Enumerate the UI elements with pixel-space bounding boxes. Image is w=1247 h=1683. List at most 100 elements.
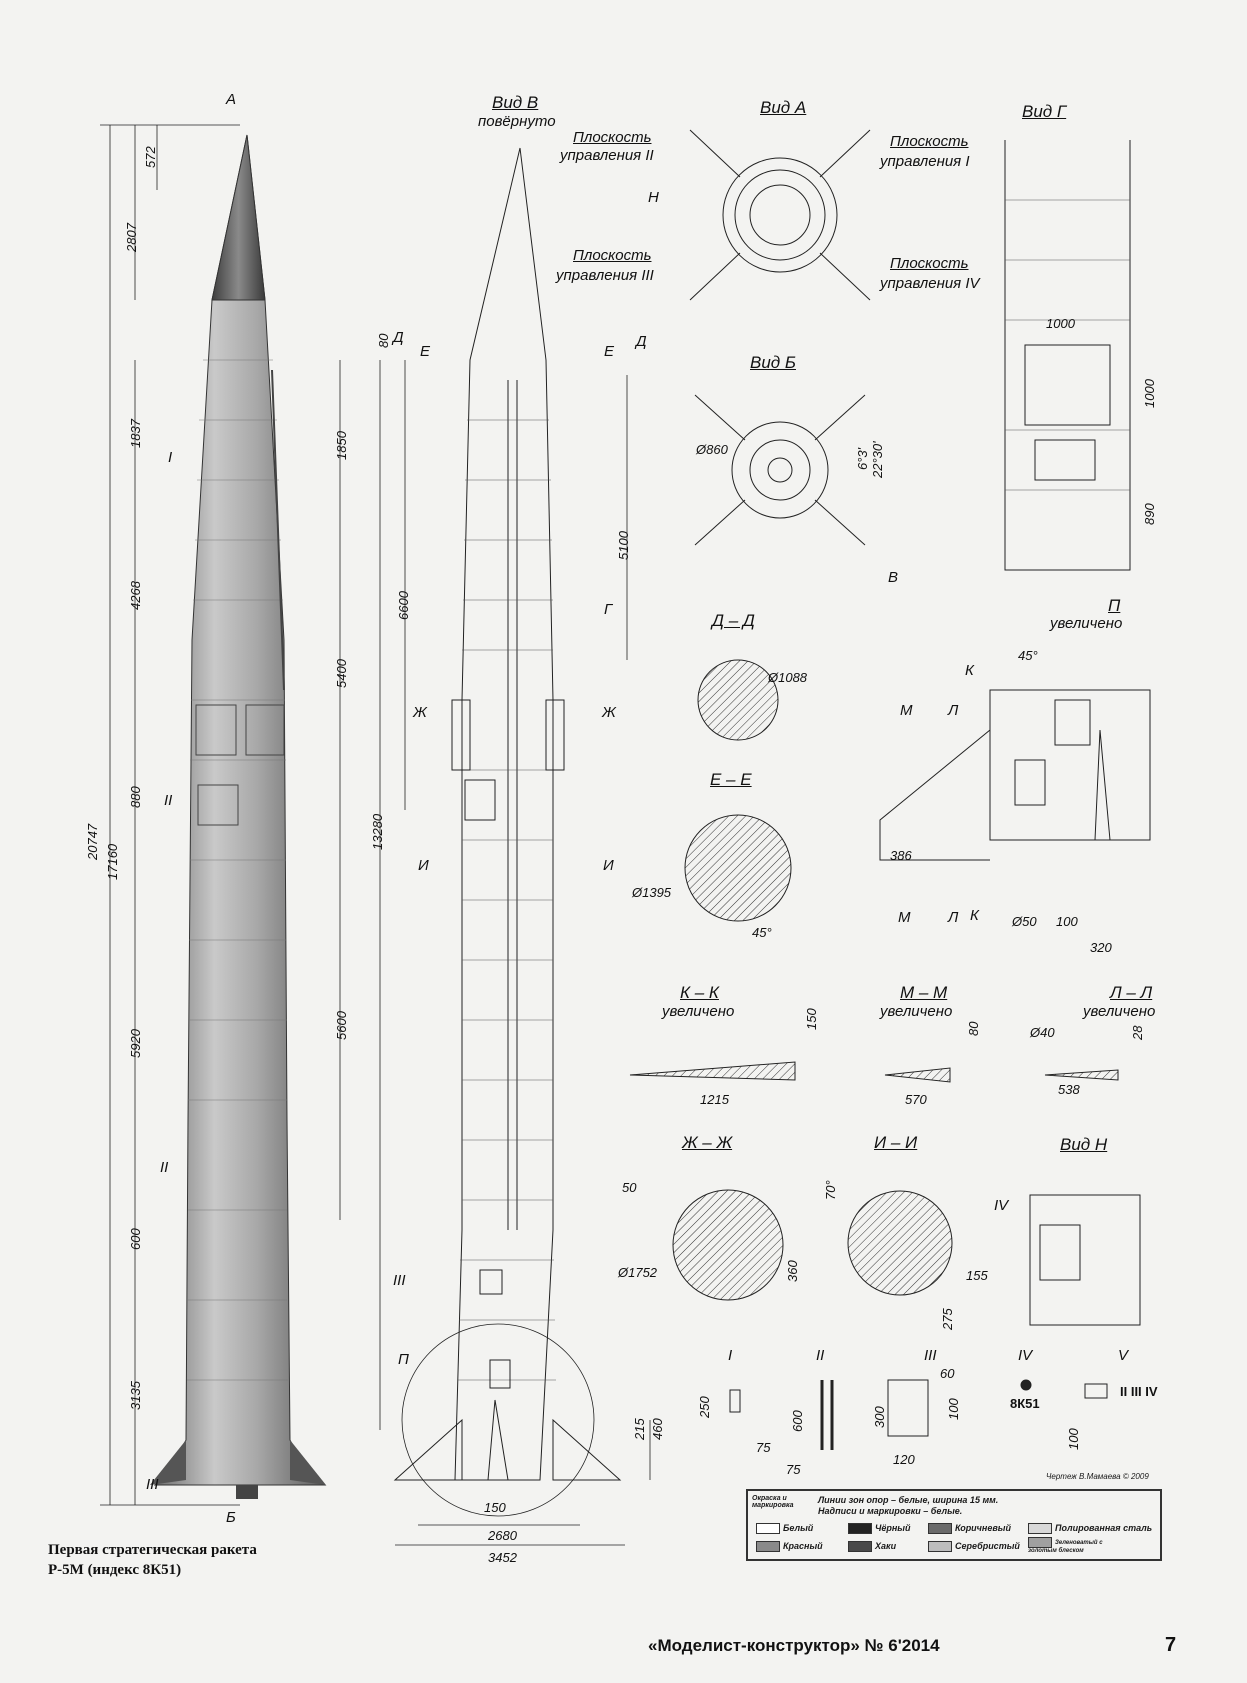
legend-head-a: Окраска и маркировка: [752, 1495, 794, 1509]
dim-890: 890: [1142, 503, 1157, 525]
color-legend: Окраска и маркировка Линии зон опор – бе…: [746, 1489, 1162, 1561]
swatch-khaki: [848, 1541, 872, 1553]
dim-275: 275: [940, 1308, 955, 1330]
section-dd: [697, 659, 779, 741]
plane-4-label-b: управления IV: [880, 275, 980, 292]
section-mm: [884, 1067, 951, 1083]
marking-1-label: I: [728, 1347, 733, 1364]
dim-100: 100: [1056, 914, 1078, 929]
dim-150-kk: 150: [804, 1008, 819, 1030]
view-p-note: увеличено: [1050, 615, 1123, 632]
dim-6600: 6600: [396, 591, 411, 620]
swatch-red: [756, 1541, 780, 1553]
marker-a: А: [226, 91, 237, 108]
marker-g: Г: [604, 601, 613, 618]
rocket-line-view: [393, 147, 622, 1517]
legend-steel-label: Полированная сталь: [1055, 1523, 1153, 1533]
marker-zh-left: Ж: [413, 704, 427, 721]
legend-extra: Зеленоватый с золотым блеском: [1028, 1537, 1128, 1554]
marker-e-left: Е: [420, 343, 431, 360]
dim-20747: 20747: [85, 823, 100, 860]
legend-white: Белый: [756, 1523, 813, 1535]
marker-roman-2a: II: [164, 792, 173, 809]
marker-k-bottom: К: [970, 907, 979, 924]
view-b-title: Вид Б: [750, 353, 796, 372]
swatch-white: [756, 1523, 780, 1535]
marker-n: Н: [648, 189, 659, 206]
dim-880: 880: [128, 786, 143, 808]
dim-572: 572: [143, 146, 158, 168]
magazine-footer: «Моделист-конструктор» № 6'2014: [648, 1636, 940, 1655]
swatch-brown: [928, 1523, 952, 1535]
marking-5-label: V: [1118, 1347, 1129, 1364]
dim-300: 300: [872, 1406, 887, 1428]
view-n-drawing: [1029, 1194, 1141, 1326]
marker-roman-1: I: [168, 449, 173, 466]
dim-386: 386: [890, 848, 912, 863]
view-p-title: П: [1108, 596, 1121, 615]
section-kk-title: К – К: [680, 983, 719, 1002]
marker-b: Б: [226, 1509, 236, 1526]
dim-4268: 4268: [128, 581, 143, 610]
legend-head-b: Линии зон опор – белые, ширина 15 мм.: [818, 1495, 999, 1505]
dim-120: 120: [893, 1452, 915, 1467]
marker-m-top: М: [900, 702, 913, 719]
page-number: 7: [1165, 1634, 1177, 1656]
marker-l-top: Л: [948, 702, 959, 719]
marker-zh-right: Ж: [602, 704, 616, 721]
dim-100-e: 100: [1066, 1428, 1081, 1450]
dim-360: 360: [785, 1260, 800, 1282]
swatch-steel: [1028, 1523, 1052, 1535]
dim-5600: 5600: [334, 1011, 349, 1040]
view-g-title: Вид Г: [1022, 102, 1067, 121]
dim-1000-h: 1000: [1142, 379, 1157, 408]
legend-silver: Серебристый: [928, 1541, 1020, 1553]
dim-17160: 17160: [105, 843, 120, 880]
plane-1-label-b: управления I: [880, 153, 970, 170]
caption-line-2: Р-5М (индекс 8К51): [48, 1562, 182, 1578]
section-ll-note: увеличено: [1083, 1003, 1156, 1020]
dim-460: 460: [650, 1418, 665, 1440]
marker-i-left: И: [418, 857, 429, 874]
section-zhzh-title: Ж – Ж: [682, 1133, 733, 1152]
marking-3-label: III: [924, 1347, 937, 1364]
dim-13280: 13280: [370, 813, 385, 850]
dim-2680: 2680: [488, 1528, 517, 1543]
dim-28: 28: [1130, 1025, 1145, 1040]
dim-1215: 1215: [700, 1092, 729, 1107]
caption-line-1: Первая стратегическая ракета: [48, 1542, 257, 1558]
legend-silver-label: Серебристый: [955, 1541, 1020, 1551]
dim-80-mm: 80: [966, 1021, 981, 1036]
plane-2-label-a: Плоскость: [573, 129, 652, 146]
legend-brown: Коричневый: [928, 1523, 1011, 1535]
dim-150: 150: [484, 1500, 506, 1515]
section-ii-title: И – И: [874, 1133, 918, 1152]
marking-2-label: II: [816, 1347, 825, 1364]
dim-ang45-p: 45°: [1018, 648, 1038, 663]
dim-75-b: 75: [786, 1462, 801, 1477]
marker-i-right: И: [603, 857, 614, 874]
view-v-title: Вид В: [492, 93, 539, 112]
dim-3135: 3135: [128, 1381, 143, 1410]
dim-250: 250: [697, 1396, 712, 1418]
dim-d860: Ø860: [696, 442, 728, 457]
dim-d1395: Ø1395: [632, 885, 672, 900]
legend-black-label: Чёрный: [875, 1523, 911, 1533]
dim-3452: 3452: [488, 1550, 517, 1565]
dim-d50: Ø50: [1012, 914, 1037, 929]
drawing-credit: Чертеж В.Мамаева © 2009: [1046, 1472, 1149, 1481]
view-v-note: повёрнуто: [478, 113, 556, 130]
legend-steel: Полированная сталь: [1028, 1523, 1153, 1535]
dim-d40: Ø40: [1030, 1025, 1055, 1040]
section-mm-note: увеличено: [880, 1003, 953, 1020]
marker-m-bottom: М: [898, 909, 911, 926]
marker-d-left: Д: [393, 329, 404, 346]
dim-5100: 5100: [616, 531, 631, 560]
marker-d-right: Д: [636, 333, 647, 350]
legend-red: Красный: [756, 1541, 823, 1553]
dim-75-a: 75: [756, 1440, 771, 1455]
view-a-title: Вид А: [760, 98, 807, 117]
marking-roman-series: II III IV: [1120, 1384, 1158, 1399]
view-b-drawing: [694, 394, 866, 546]
view-p-drawing: [879, 689, 1151, 861]
